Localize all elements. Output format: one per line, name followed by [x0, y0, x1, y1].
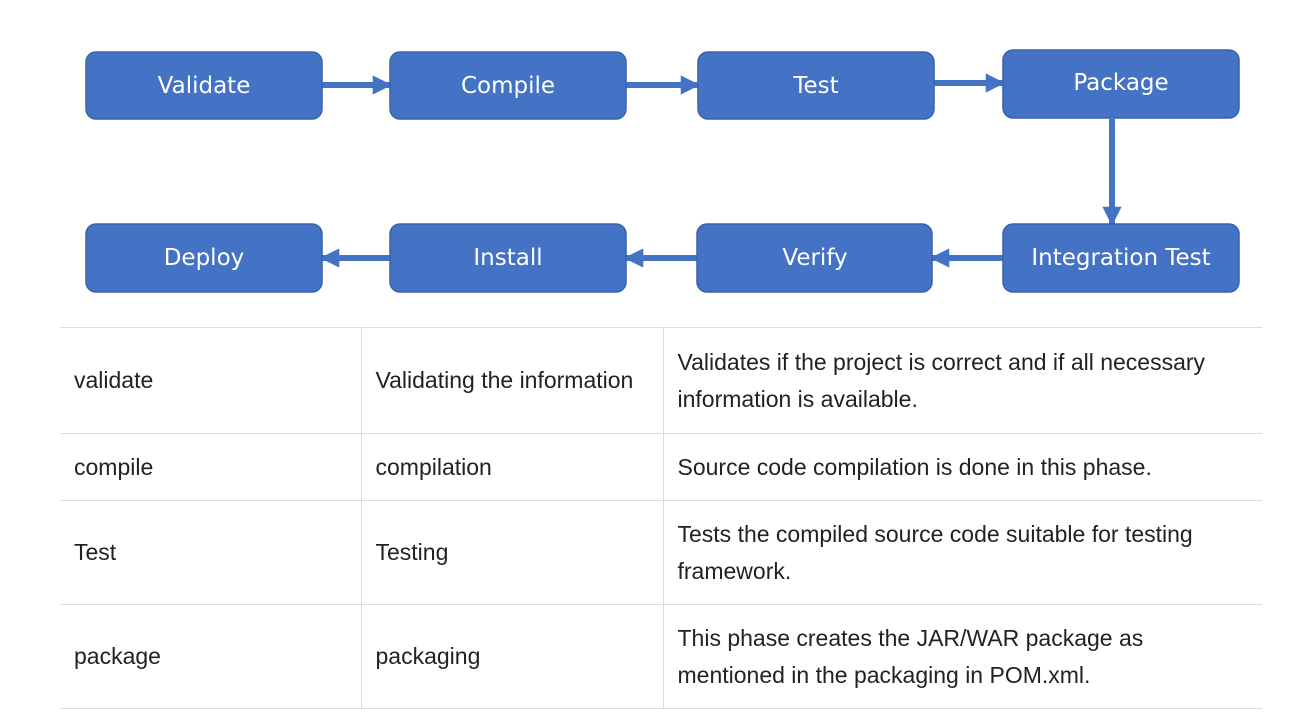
node-package-box — [1002, 49, 1240, 119]
node-compile-box — [389, 51, 627, 120]
lifecycle-flowchart: Validate Compile Test Package Deploy Ins… — [85, 49, 1240, 293]
phase-table: validate Validating the information Vali… — [60, 327, 1262, 709]
node-install-label: Install — [473, 245, 542, 271]
node-deploy-box — [85, 223, 323, 293]
node-validate: Validate — [85, 51, 323, 120]
phase-cell: package — [60, 604, 361, 709]
description-cell: This phase creates the JAR/WAR package a… — [662, 604, 1262, 709]
node-integration-test-box — [1002, 223, 1240, 293]
description-cell: Source code compilation is done in this … — [662, 433, 1262, 501]
node-test-box — [697, 51, 935, 120]
node-verify: Verify — [696, 223, 933, 293]
node-compile: Compile — [389, 51, 627, 120]
node-package-label: Package — [1073, 70, 1168, 96]
phase-cell: compile — [60, 433, 361, 501]
node-install: Install — [389, 223, 627, 293]
node-validate-label: Validate — [158, 73, 251, 99]
table-row: validate Validating the information Vali… — [60, 327, 1262, 434]
table-row: compile compilation Source code compilat… — [60, 433, 1262, 501]
node-test-label: Test — [792, 73, 838, 99]
node-deploy-label: Deploy — [164, 245, 245, 271]
node-install-box — [389, 223, 627, 293]
description-cell: Tests the compiled source code suitable … — [662, 500, 1262, 605]
node-validate-box — [85, 51, 323, 120]
activity-cell: compilation — [360, 433, 663, 501]
node-compile-label: Compile — [461, 73, 555, 99]
node-verify-label: Verify — [782, 245, 847, 271]
activity-cell: Testing — [360, 500, 663, 605]
node-integration-test: Integration Test — [1002, 223, 1240, 293]
phase-cell: Test — [60, 500, 361, 605]
node-test: Test — [697, 51, 935, 120]
table-row: package packaging This phase creates the… — [60, 604, 1262, 709]
node-package: Package — [1002, 49, 1240, 119]
activity-cell: Validating the information — [360, 327, 663, 434]
activity-cell: packaging — [360, 604, 663, 709]
lifecycle-diagram: Validate Compile Test Package Deploy Ins… — [0, 0, 1296, 310]
table-row: Test Testing Tests the compiled source c… — [60, 500, 1262, 605]
node-deploy: Deploy — [85, 223, 323, 293]
description-cell: Validates if the project is correct and … — [662, 327, 1262, 434]
node-integration-test-label: Integration Test — [1031, 245, 1210, 271]
phase-cell: validate — [60, 327, 361, 434]
node-verify-box — [696, 223, 933, 293]
